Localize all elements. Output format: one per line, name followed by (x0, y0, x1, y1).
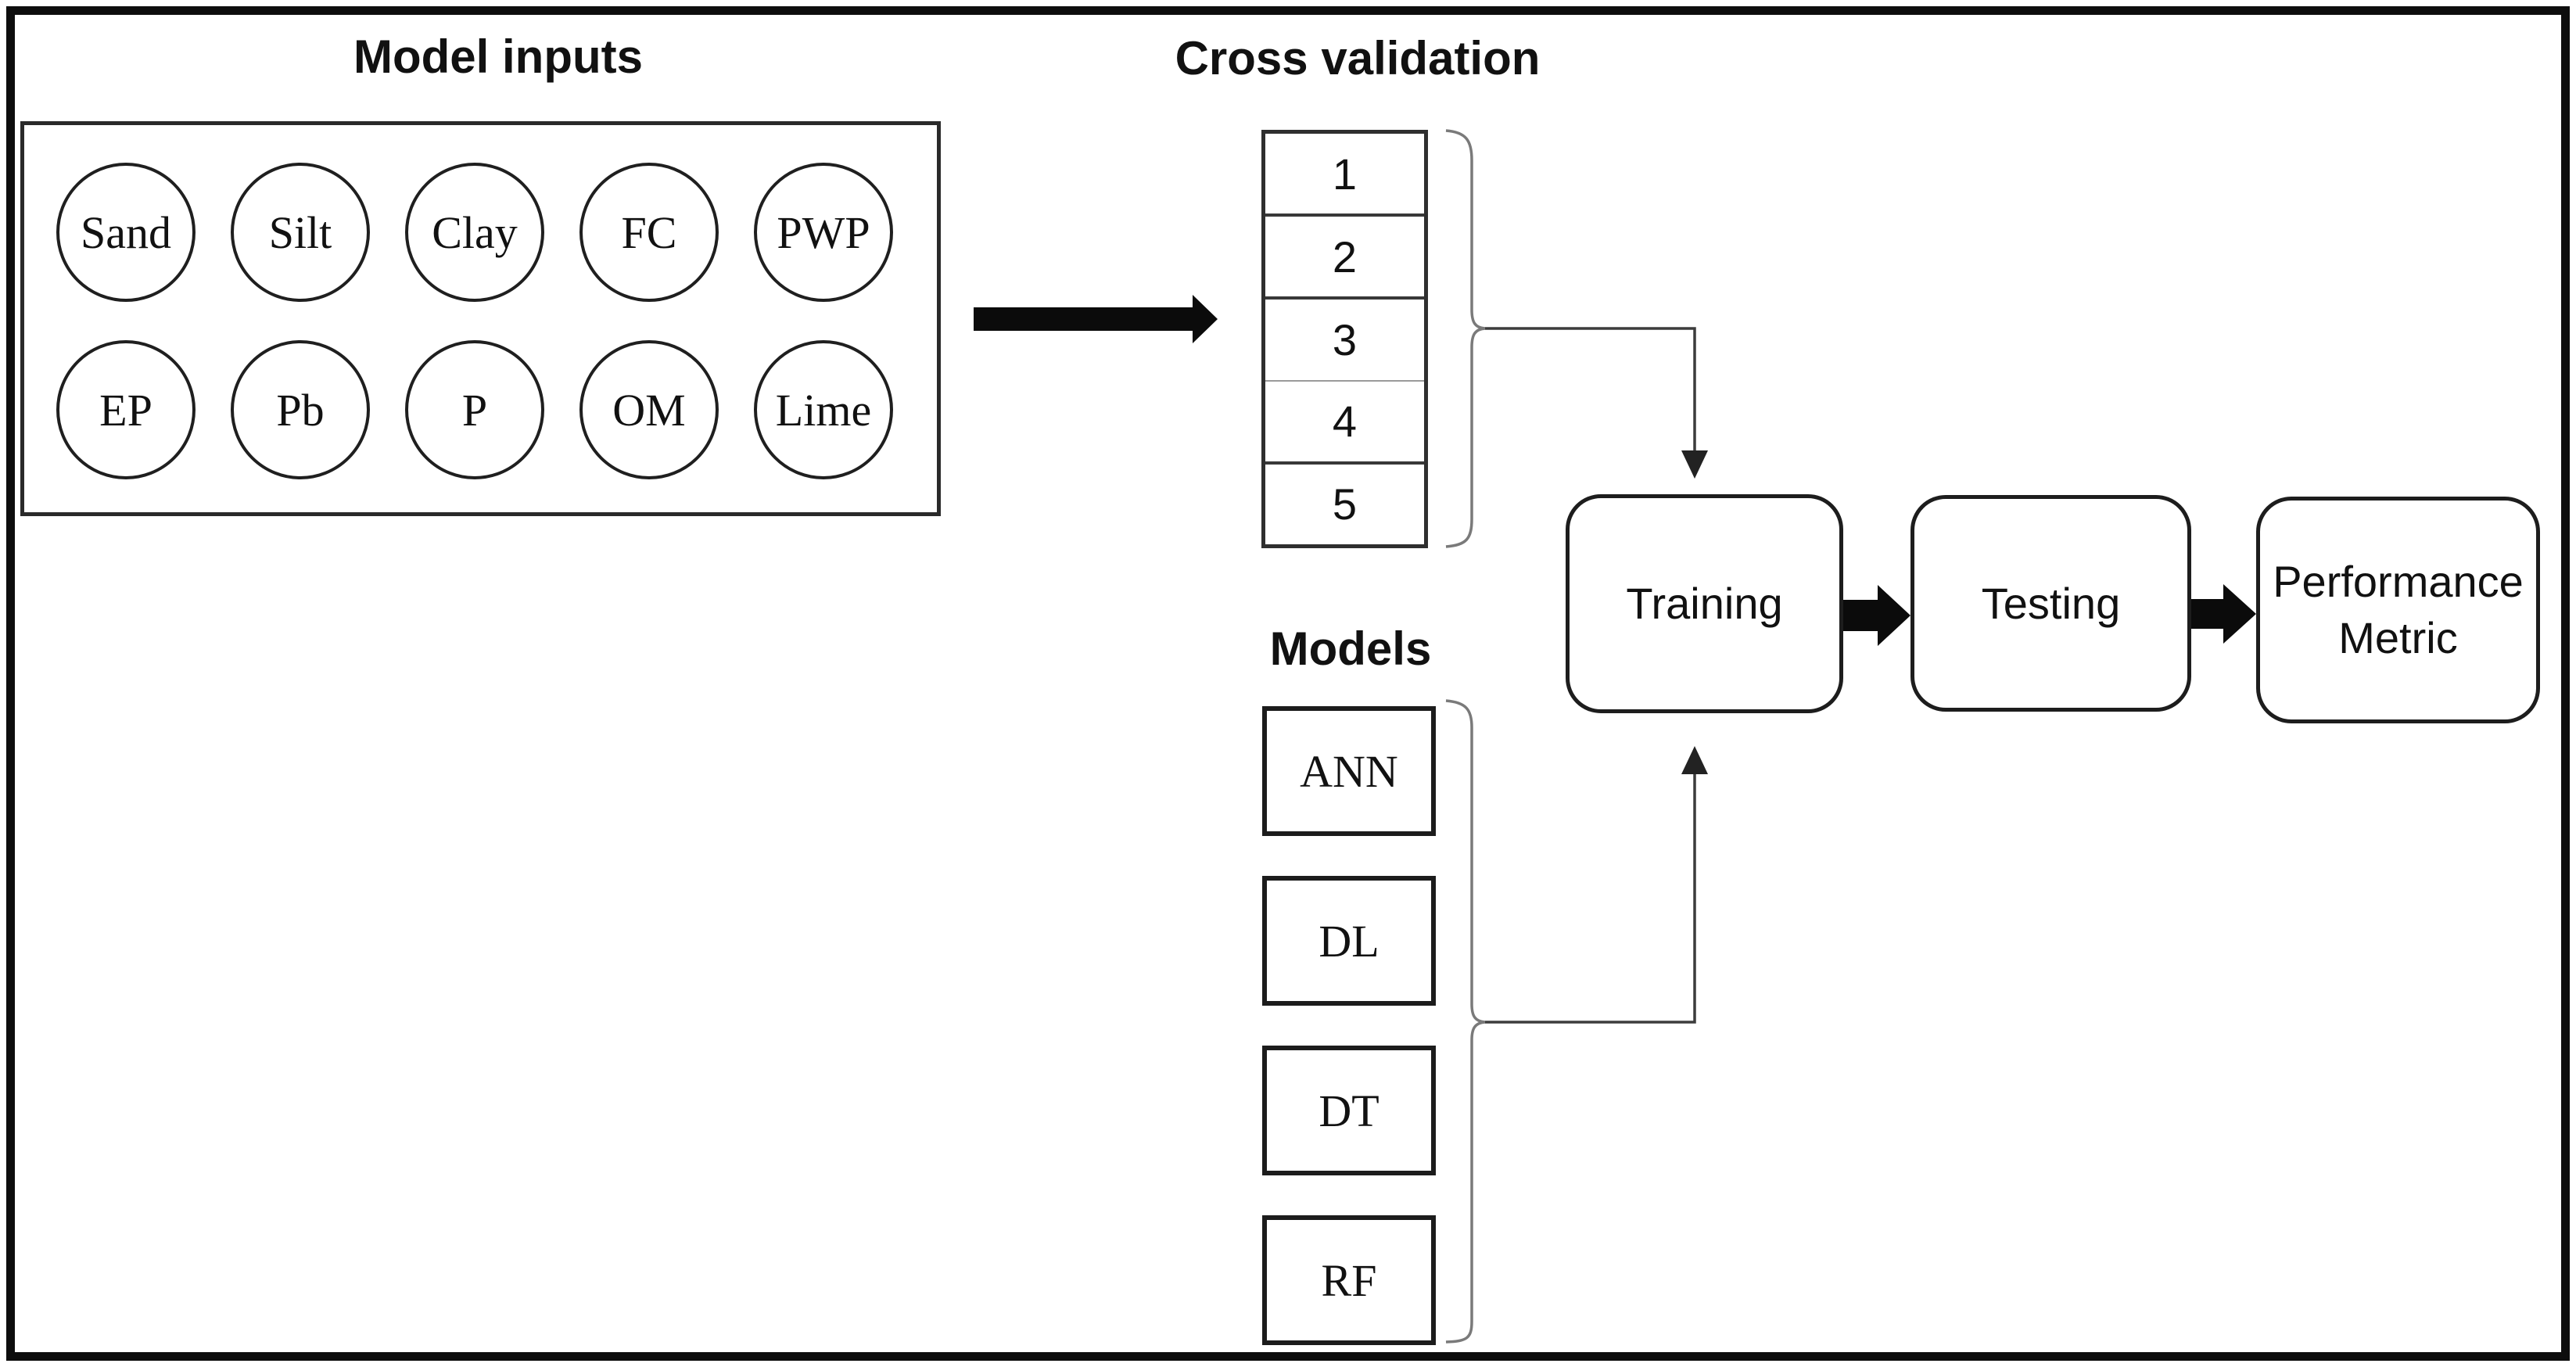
input-circle-ep: EP (56, 340, 196, 479)
cross-validation-title: Cross validation (1175, 32, 1541, 84)
input-circle-p: P (405, 340, 544, 479)
input-circle-pb: Pb (231, 340, 370, 479)
cv-fold-2: 2 (1265, 217, 1424, 300)
model-box-rf: RF (1262, 1215, 1436, 1345)
models-title: Models (1269, 623, 1432, 675)
testing-box: Testing (1910, 495, 2191, 712)
cv-fold-4: 4 (1265, 382, 1424, 465)
input-circle-silt: Silt (231, 163, 370, 302)
input-circle-clay: Clay (405, 163, 544, 302)
model-inputs-title: Model inputs (353, 30, 643, 83)
cv-fold-1: 1 (1265, 134, 1424, 217)
input-circle-fc: FC (579, 163, 719, 302)
cv-fold-3: 3 (1265, 300, 1424, 382)
model-box-dl: DL (1262, 876, 1436, 1006)
performance-metric-label: Performance Metric (2273, 557, 2524, 662)
performance-metric-box: Performance Metric (2256, 497, 2540, 723)
input-circle-sand: Sand (56, 163, 196, 302)
input-circle-pwp: PWP (754, 163, 893, 302)
training-box: Training (1566, 494, 1843, 713)
input-circle-lime: Lime (754, 340, 893, 479)
input-circle-om: OM (579, 340, 719, 479)
model-box-dt: DT (1262, 1046, 1436, 1175)
model-box-ann: ANN (1262, 706, 1436, 836)
cross-validation-stack: 1 2 3 4 5 (1261, 130, 1428, 548)
cv-fold-5: 5 (1332, 479, 1358, 529)
